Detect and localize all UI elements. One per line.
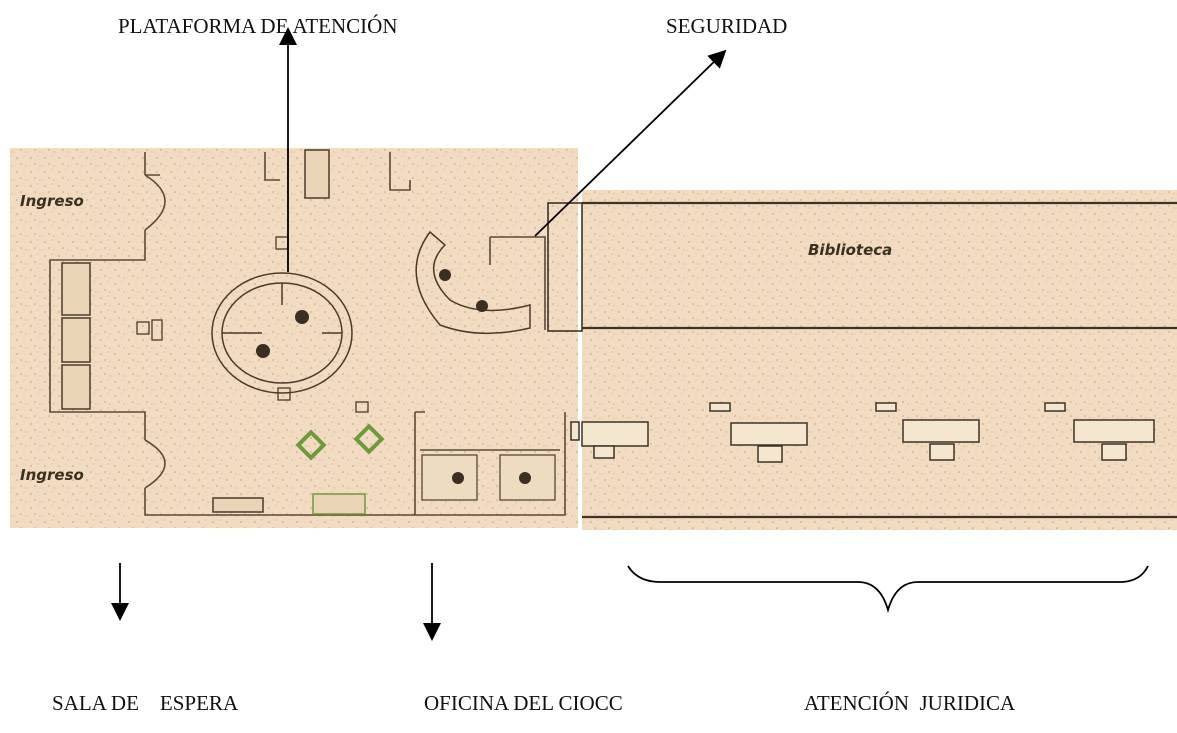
label-atencion-juridica: ATENCIÓN JURIDICA — [804, 691, 1016, 715]
label-plataforma-de-atencion: PLATAFORMA DE ATENCIÓN — [118, 14, 398, 38]
plan-label-ingreso-top: Ingreso — [20, 192, 84, 210]
right-floor-plan: Biblioteca — [547, 190, 1177, 530]
brace-atencion-juridica — [627, 565, 1149, 614]
plan-label-ingreso-bottom: Ingreso — [20, 466, 84, 484]
plan-label-biblioteca: Biblioteca — [808, 241, 892, 259]
right-plan-floor — [582, 190, 1177, 530]
label-oficina-del-ciocc: OFICINA DEL CIOCC — [424, 691, 623, 715]
label-sala-de-espera: SALA DE ESPERA — [52, 691, 239, 715]
left-floor-plan: Ingreso Ingreso — [10, 148, 578, 528]
left-plan-floor — [10, 148, 578, 528]
label-seguridad: SEGURIDAD — [666, 14, 788, 38]
arrow-seguridad — [534, 49, 727, 237]
callout-arrows — [111, 27, 1149, 641]
